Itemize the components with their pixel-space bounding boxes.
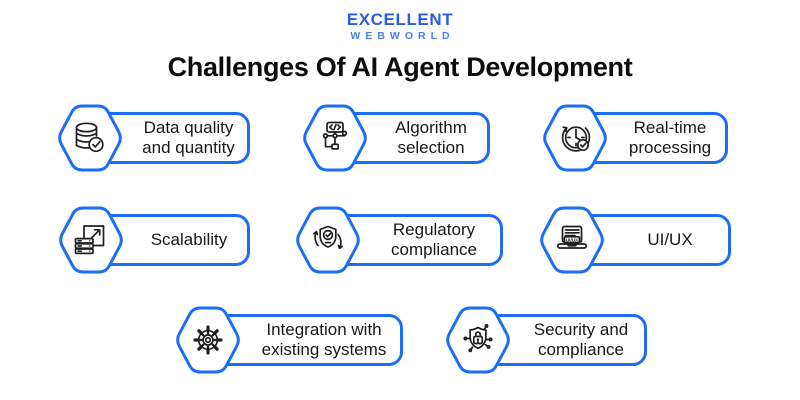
challenge-item-realtime-processing: Real-time processing xyxy=(540,103,728,173)
svg-text:UI/UX: UI/UX xyxy=(566,237,579,242)
challenge-item-algorithm-selection: Algorithm selection xyxy=(300,103,490,173)
brand-logo-secondary-text: WEBWORLD xyxy=(350,29,455,42)
brand-logo: EXCELLENT WEBWORLD xyxy=(0,11,800,41)
page-title: Challenges Of AI Agent Development xyxy=(167,52,633,82)
challenge-label: Security and compliance xyxy=(533,319,629,359)
uiux-laptop-icon: UI/UX xyxy=(556,225,588,249)
challenge-label: Real-time processing xyxy=(628,117,712,157)
database-check-icon xyxy=(75,122,104,153)
challenge-label: Regulatory compliance xyxy=(391,219,477,259)
challenge-pill: Regulatory compliance xyxy=(331,214,503,266)
brand-logo-primary-text: EXCELLENT xyxy=(346,10,454,29)
challenge-item-integration: Integration with existing systems xyxy=(173,305,403,375)
challenge-label: Algorithm selection xyxy=(395,117,467,157)
challenge-pill: Data quality and quantity xyxy=(93,112,250,164)
realtime-clock-icon xyxy=(561,126,591,152)
algorithm-flowchart-icon xyxy=(322,121,348,150)
challenge-item-security-compliance: Security and compliance xyxy=(443,305,647,375)
hexagon-badge xyxy=(58,104,122,172)
challenge-item-data-quality: Data quality and quantity xyxy=(55,103,250,173)
challenge-item-regulatory-compliance: Regulatory compliance xyxy=(293,205,503,275)
challenge-label: Data quality and quantity xyxy=(142,117,235,157)
challenge-item-uiux: UI/UX UI/UX xyxy=(537,205,731,275)
challenge-pill: Algorithm selection xyxy=(338,112,490,164)
challenge-label: Scalability xyxy=(150,229,228,249)
scalability-expand-icon xyxy=(74,225,105,255)
challenge-item-scalability: Scalability xyxy=(56,205,250,275)
regulatory-shield-check-icon xyxy=(313,225,343,250)
security-shield-lock-icon xyxy=(463,324,493,353)
challenge-label: UI/UX xyxy=(647,229,693,249)
integration-gears-icon xyxy=(193,325,223,355)
challenge-label: Integration with existing systems xyxy=(261,319,387,359)
